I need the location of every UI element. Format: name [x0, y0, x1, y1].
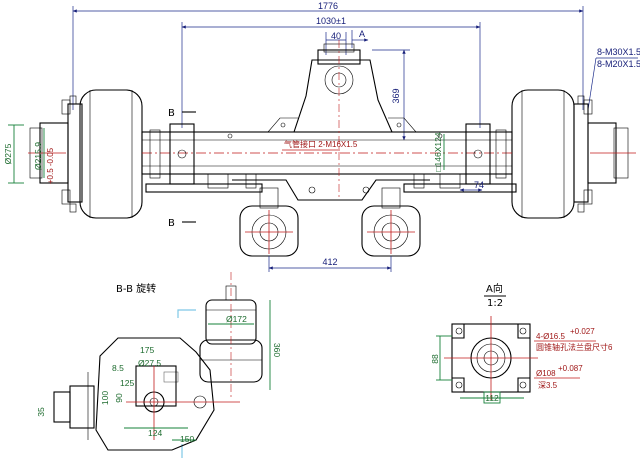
right-brake-drum [511, 89, 575, 219]
view-a-width-label: 112 [485, 393, 499, 403]
overall-length-label: 1776 [318, 1, 338, 11]
offset-74-dimension: 74 [459, 180, 484, 192]
bb-d124-label: 124 [148, 428, 162, 438]
hub-dimensions: Ø275 Ø215.9 +0.5 -0.05 [3, 124, 55, 184]
spring-center-dimension: 1030±1 [181, 16, 481, 128]
bb-d150-label: 150 [180, 434, 194, 444]
differential-housing [293, 59, 393, 133]
left-cam-shaft [145, 183, 263, 193]
axle-assembly [28, 40, 636, 257]
left-brake-chamber [239, 187, 299, 257]
bb-d90-label: 90 [114, 393, 124, 403]
overall-dimension: 1776 [72, 1, 584, 110]
bb-d100-label: 100 [100, 391, 110, 405]
view-a-flange: 88 112 4-Ø16.5 +0.027 圆锥轴孔法兰盘尺寸6 Ø108 +0… [430, 316, 613, 404]
bb-cam-block [135, 365, 177, 407]
offset-74-label: 74 [474, 180, 484, 190]
right-hub-flange [573, 103, 589, 203]
offset-40-dimension: 40 A [325, 29, 369, 55]
section-b-top-label: B [168, 108, 175, 119]
thread-1-label: 8-M30X1.5 [597, 47, 640, 57]
height-369-label: 369 [391, 88, 401, 103]
left-brake-drum [79, 89, 143, 219]
air-port-label: 气管接口 2-M16X1.5 [284, 139, 358, 149]
flange-pcd-label: Ø108 [536, 369, 556, 378]
bb-housing [95, 337, 215, 451]
section-bb-title: B-B 旋转 [116, 282, 156, 295]
bb-d125-label: 125 [120, 378, 134, 388]
right-cam-shaft [403, 183, 517, 193]
pilot-diameter-label: Ø215.9 [33, 142, 43, 170]
view-a-square-label: 88 [430, 354, 440, 364]
view-a-title: A向 [486, 282, 503, 295]
section-bb-view: Ø172 360 175 Ø27.5 8.5 125 35 100 90 124… [36, 272, 282, 458]
thread-2-label: 8-M20X1.5 [597, 59, 640, 69]
bb-chamber-diameter-label: Ø172 [226, 314, 247, 324]
hub-diameter-label: Ø275 [3, 143, 13, 164]
section-b-bottom-label: B [168, 218, 175, 229]
spring-center-label: 1030±1 [316, 16, 346, 26]
bb-d8-5-label: 8.5 [112, 363, 124, 373]
bb-height-label: 360 [272, 343, 282, 357]
bb-d175-label: 175 [140, 345, 154, 355]
flange-holes-label: 4-Ø16.5 [536, 332, 565, 341]
view-a-scale: 1:2 [487, 298, 503, 309]
pilot-tolerance-label: +0.5 -0.05 [46, 147, 55, 184]
flange-pcd-tol-label: +0.087 [558, 364, 583, 373]
beam-section-label: □146X124 [433, 132, 443, 171]
bb-d27-5-label: Ø27.5 [138, 358, 161, 368]
chamber-spacing-dimension: 412 [268, 256, 392, 272]
right-spring-seat [465, 123, 491, 185]
section-b-marks: B B [168, 108, 196, 229]
right-brake-chamber [361, 187, 421, 257]
arrow-a-label: A [359, 29, 365, 39]
flange-note-label: 圆锥轴孔法兰盘尺寸6 [536, 342, 613, 352]
height-369-dimension: 369 [372, 49, 410, 141]
beam-section-dimension: □146X124 [433, 132, 445, 172]
thread-callouts: 8-M30X1.5 8-M20X1.5 [587, 47, 640, 111]
chamber-spacing-label: 412 [322, 257, 337, 267]
depth-note-label: 深3.5 [538, 381, 558, 390]
bb-d35-label: 35 [36, 407, 46, 417]
flange-holes-tol-label: +0.027 [570, 327, 595, 336]
left-spring-seat [169, 123, 195, 185]
bb-side-hub [69, 385, 95, 429]
offset-40-label: 40 [331, 31, 341, 41]
